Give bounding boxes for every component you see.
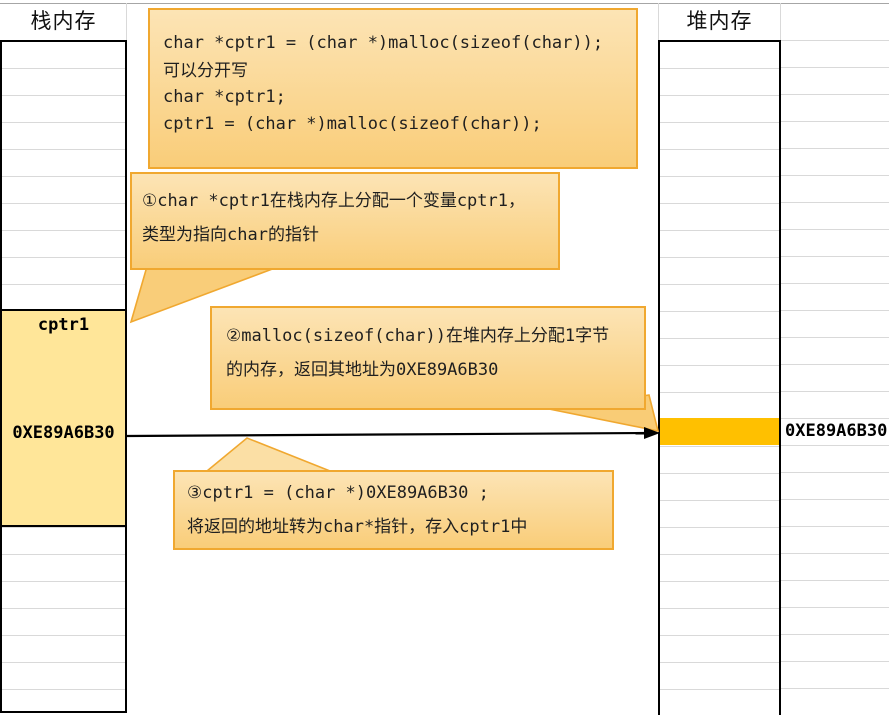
code-callout: char *cptr1 = (char *)malloc(sizeof(char… [148, 8, 638, 169]
code-line-3: char *cptr1; [163, 87, 286, 107]
top-gridline [0, 3, 889, 4]
code-line-1: char *cptr1 = (char *)malloc(sizeof(char… [163, 33, 604, 53]
allocated-heap-cell [660, 418, 779, 445]
code-line-4: cptr1 = (char *)malloc(sizeof(char)); [163, 114, 542, 134]
cptr1-variable-label: cptr1 [37, 315, 90, 335]
callout-step3: ③cptr1 = (char *)0XE89A6B30 ; 将返回的地址转为ch… [173, 470, 614, 550]
callout-step1-line1: ①char *cptr1在栈内存上分配一个变量cptr1， [142, 191, 525, 211]
callout-step1: ①char *cptr1在栈内存上分配一个变量cptr1， 类型为指向char的… [130, 172, 560, 270]
right-grid-area [781, 40, 889, 713]
heap-address-label: 0XE89A6B30 [785, 421, 888, 441]
callout-step2-line2: 的内存，返回其地址为0XE89A6B30 [226, 360, 499, 380]
header-gridline-tick [658, 3, 659, 40]
callout-step2: ②malloc(sizeof(char))在堆内存上分配1字节 的内存，返回其地… [210, 306, 646, 410]
callout-step3-line2: 将返回的地址转为char*指针，存入cptr1中 [187, 517, 528, 537]
header-gridline-tick [780, 3, 781, 40]
cptr1-stack-cell: cptr1 0XE89A6B30 [0, 309, 127, 527]
code-line-2: 可以分开写 [163, 61, 248, 80]
header-gridline-tick [126, 3, 127, 40]
callout3-tail [206, 437, 331, 472]
heap-column-header: 堆内存 [686, 10, 753, 33]
callout-step3-line1: ③cptr1 = (char *)0XE89A6B30 ; [187, 483, 489, 503]
stack-column-header: 栈内存 [30, 10, 97, 33]
cptr1-variable-value: 0XE89A6B30 [12, 423, 115, 443]
callout-step2-line1: ②malloc(sizeof(char))在堆内存上分配1字节 [226, 326, 610, 346]
heap-memory-column [658, 40, 781, 715]
pointer-arrow-line [125, 431, 648, 438]
callout-step1-line2: 类型为指向char的指针 [142, 225, 319, 245]
